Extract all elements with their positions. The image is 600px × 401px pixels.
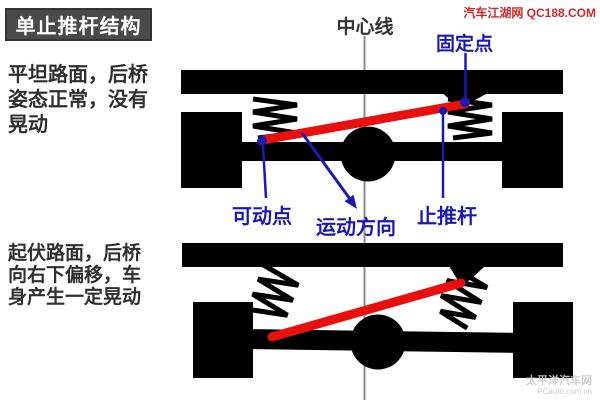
body-bar-bottom (182, 243, 563, 267)
differential-top (340, 126, 396, 182)
fixed-mount-bracket-bottom (449, 266, 484, 287)
scenario-bottom-line-1: 起伏路面，后桥 (8, 243, 142, 264)
thrust-rod-top (258, 99, 470, 145)
fixed-point-label: 固定点 (436, 34, 494, 55)
scenario-bottom-line-2: 向右下偏移，车 (8, 265, 142, 286)
diagram-title: 单止推杆结构 (5, 8, 152, 41)
diagram-title-text: 单止推杆结构 (15, 16, 142, 38)
scenario-top-line-1: 平坦路面，后桥 (8, 64, 148, 86)
scenario-text-level-road: 平坦路面，后桥 姿态正常，没有 晃动 (8, 63, 148, 138)
body-bar-top (181, 70, 563, 94)
motion-direction-label: 运动方向 (316, 217, 396, 239)
movable-point-leader-line (261, 145, 268, 199)
scenario-top-line-2: 姿态正常，没有 (8, 89, 148, 111)
diagram-level-road (181, 53, 563, 209)
scenario-text-bumpy-road: 起伏路面，后桥 向右下偏移，车 身产生一定晃动 (8, 243, 141, 309)
differential-bottom (350, 314, 406, 370)
footer-watermark-site: 太平洋汽车网 (526, 375, 592, 387)
left-spring-bottom (251, 262, 300, 318)
diagram-bumpy-road (182, 243, 573, 378)
footer-watermark: 太平洋汽车网 PCauto.com.cn (526, 375, 592, 396)
scenario-top-line-3: 晃动 (8, 114, 48, 136)
motion-direction-arrow-shaft (300, 132, 352, 200)
fixed-point-dot (460, 97, 470, 107)
thrust-rod-label: 止推杆 (417, 206, 477, 228)
movable-point-dot (257, 136, 267, 146)
right-spring-top (447, 96, 493, 141)
center-line-label: 中心线 (336, 17, 394, 38)
thrust-rod-dot (439, 107, 447, 115)
right-spring-bottom (439, 264, 489, 331)
footer-watermark-url: PCauto.com.cn (537, 387, 592, 396)
site-watermark: 汽车江湖网 QC188.COM (463, 6, 596, 20)
thrust-rod-bottom (267, 278, 466, 342)
scenario-bottom-line-3: 身产生一定晃动 (8, 287, 142, 308)
motion-direction-arrow-head (344, 194, 357, 209)
movable-point-label: 可动点 (232, 206, 292, 228)
